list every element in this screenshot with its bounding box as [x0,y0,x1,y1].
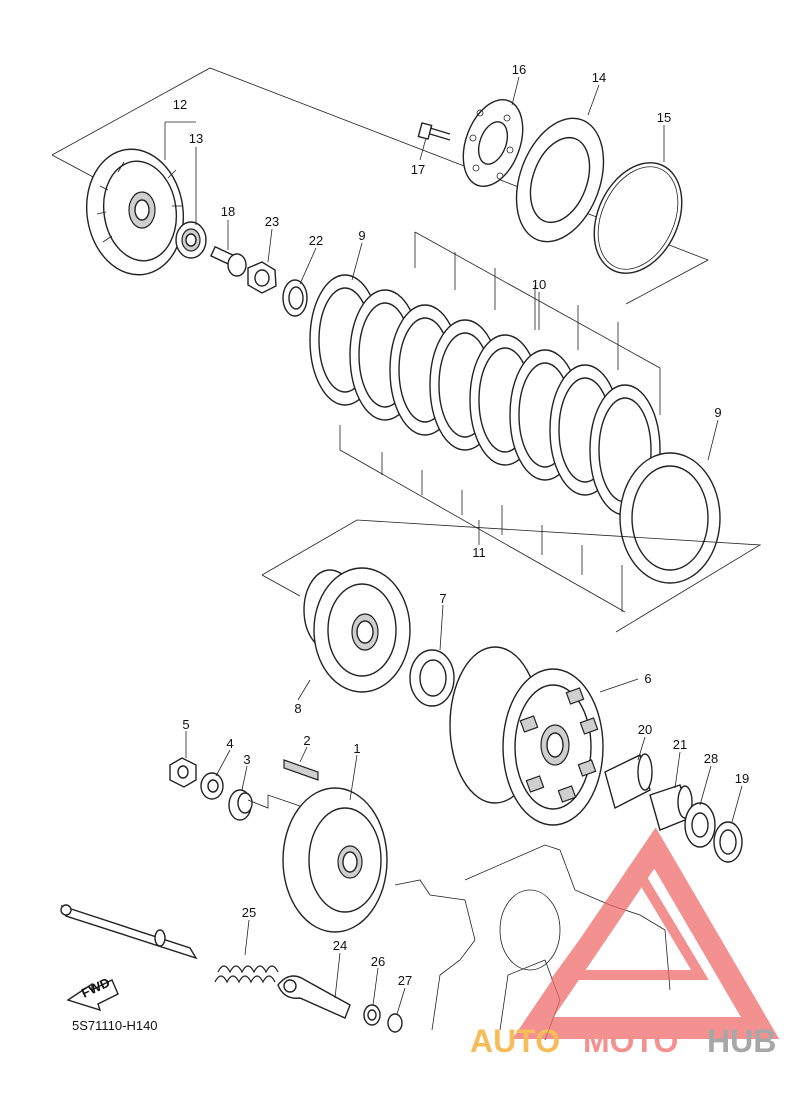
lock-washer [282,279,308,317]
part-label-11: 11 [472,545,486,560]
part-label-12: 12 [173,97,187,112]
wire-ring [593,162,683,274]
collar [228,789,301,821]
clutch-boss [303,567,411,693]
leader-lines [164,76,743,1015]
part-label-20: 20 [638,722,652,737]
diagram-code: 5S71110-H140 [72,1018,158,1033]
part-label-16: 16 [512,62,526,77]
part-label-9-top: 9 [358,228,365,243]
part-label-5: 5 [182,717,189,732]
part-label-10: 10 [532,277,546,292]
part-label-19: 19 [735,771,749,786]
clutch-push-shaft [60,904,198,960]
plain-washer [363,1004,381,1026]
part-label-24: 24 [333,938,347,953]
part-label-27: 27 [398,973,412,988]
logo-text-auto: AUTO [470,1023,560,1059]
part-label-25: 25 [242,905,256,920]
logo-text-moto: MOTO [583,1023,678,1059]
automotohub-logo: AUTO MOTO HUB [470,827,780,1059]
part-number-labels: 1 2 3 4 5 6 7 8 9 9 10 11 12 13 14 15 16… [173,62,749,988]
bolt [417,122,451,141]
push-rod [209,245,247,277]
part-label-7: 7 [439,591,446,606]
thrust-washer [409,649,455,707]
part-label-28: 28 [704,751,718,766]
part-label-18: 18 [221,204,235,219]
key [283,759,319,781]
part-label-21: 21 [673,737,687,752]
nut [169,757,197,788]
part-label-8: 8 [294,701,301,716]
top-assembly-outline [51,67,709,305]
part-label-26: 26 [371,954,385,969]
part-label-2: 2 [303,733,310,748]
circlip [387,1013,403,1033]
part-label-4: 4 [226,736,233,751]
part-label-6: 6 [644,671,651,686]
part-label-3: 3 [243,752,250,767]
part-label-1: 1 [353,741,360,756]
push-lever [277,975,351,1019]
lock-nut [247,261,277,294]
part-label-17: 17 [411,162,425,177]
return-spring [214,965,279,984]
logo-text-hub: HUB [707,1023,776,1059]
damper-plate [515,117,605,243]
mid-assembly-outline [261,519,762,633]
part-label-13: 13 [189,131,203,146]
part-label-22: 22 [309,233,323,248]
pressure-plate [85,148,185,276]
part-label-15: 15 [657,110,671,125]
part-label-9-right: 9 [714,405,721,420]
clutch-housing [449,646,604,826]
retaining-plate [462,99,524,187]
part-label-23: 23 [265,214,279,229]
part-label-14: 14 [592,70,606,85]
clutch-plate-stack [309,274,721,584]
collar-ring [713,821,743,863]
spacer-sleeve [604,753,653,810]
primary-drive-gear [282,787,388,933]
plate-callout-brackets [339,231,661,613]
fwd-arrow-icon: FWD [66,975,119,1012]
small-gear [684,802,716,848]
bearing [175,221,207,259]
lock-washer-small [200,772,224,800]
